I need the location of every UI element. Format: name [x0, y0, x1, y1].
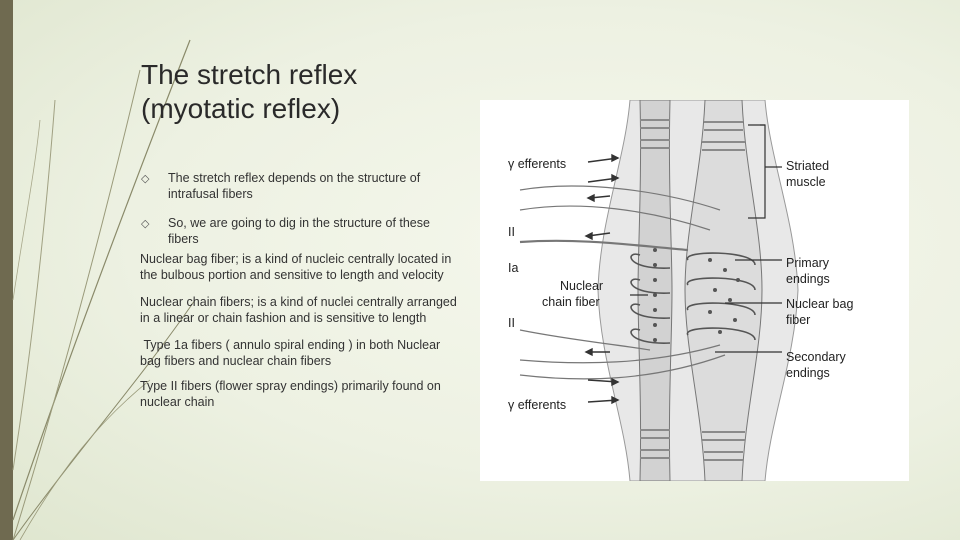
label-ia: Ia	[508, 261, 518, 275]
bullet-item: ◇ The stretch reflex depends on the stru…	[141, 170, 461, 202]
paragraph: Nuclear chain fibers; is a kind of nucle…	[140, 294, 460, 326]
label-gamma-efferents-top: γ efferents	[508, 157, 566, 171]
bullet-list: ◇ The stretch reflex depends on the stru…	[141, 170, 461, 260]
slide-title: The stretch reflex (myotatic reflex)	[141, 58, 357, 126]
diamond-bullet-icon: ◇	[141, 171, 149, 187]
bullet-text: So, we are going to dig in the structure…	[168, 216, 430, 246]
paragraph: Type 1a fibers ( annulo spiral ending ) …	[140, 337, 460, 369]
muscle-spindle-figure: γ efferents II Ia II γ efferents Nuclear…	[480, 100, 909, 481]
label-nuclear-chain-2: chain fiber	[542, 295, 600, 309]
bullet-text: The stretch reflex depends on the struct…	[168, 171, 420, 201]
label-secondary-1: Secondary	[786, 350, 847, 364]
muscle-spindle-diagram: γ efferents II Ia II γ efferents Nuclear…	[480, 100, 909, 481]
label-ii-bottom: II	[508, 316, 515, 330]
label-nuclear-chain-1: Nuclear	[560, 279, 603, 293]
label-primary-1: Primary	[786, 256, 830, 270]
paragraph: Nuclear bag fiber; is a kind of nucleic …	[140, 251, 460, 283]
paragraph: Type II fibers (flower spray endings) pr…	[140, 378, 460, 410]
label-secondary-2: endings	[786, 366, 830, 380]
title-line-2: (myotatic reflex)	[141, 92, 357, 126]
label-gamma-efferents-bottom: γ efferents	[508, 398, 566, 412]
label-ii-top: II	[508, 225, 515, 239]
label-striated-2: muscle	[786, 175, 826, 189]
label-nuclear-bag-1: Nuclear bag	[786, 297, 853, 311]
label-primary-2: endings	[786, 272, 830, 286]
label-nuclear-bag-2: fiber	[786, 313, 810, 327]
label-striated-1: Striated	[786, 159, 829, 173]
diamond-bullet-icon: ◇	[141, 216, 149, 232]
bullet-item: ◇ So, we are going to dig in the structu…	[141, 215, 461, 247]
body-paragraphs: Nuclear bag fiber; is a kind of nucleic …	[140, 251, 460, 421]
title-line-1: The stretch reflex	[141, 58, 357, 92]
